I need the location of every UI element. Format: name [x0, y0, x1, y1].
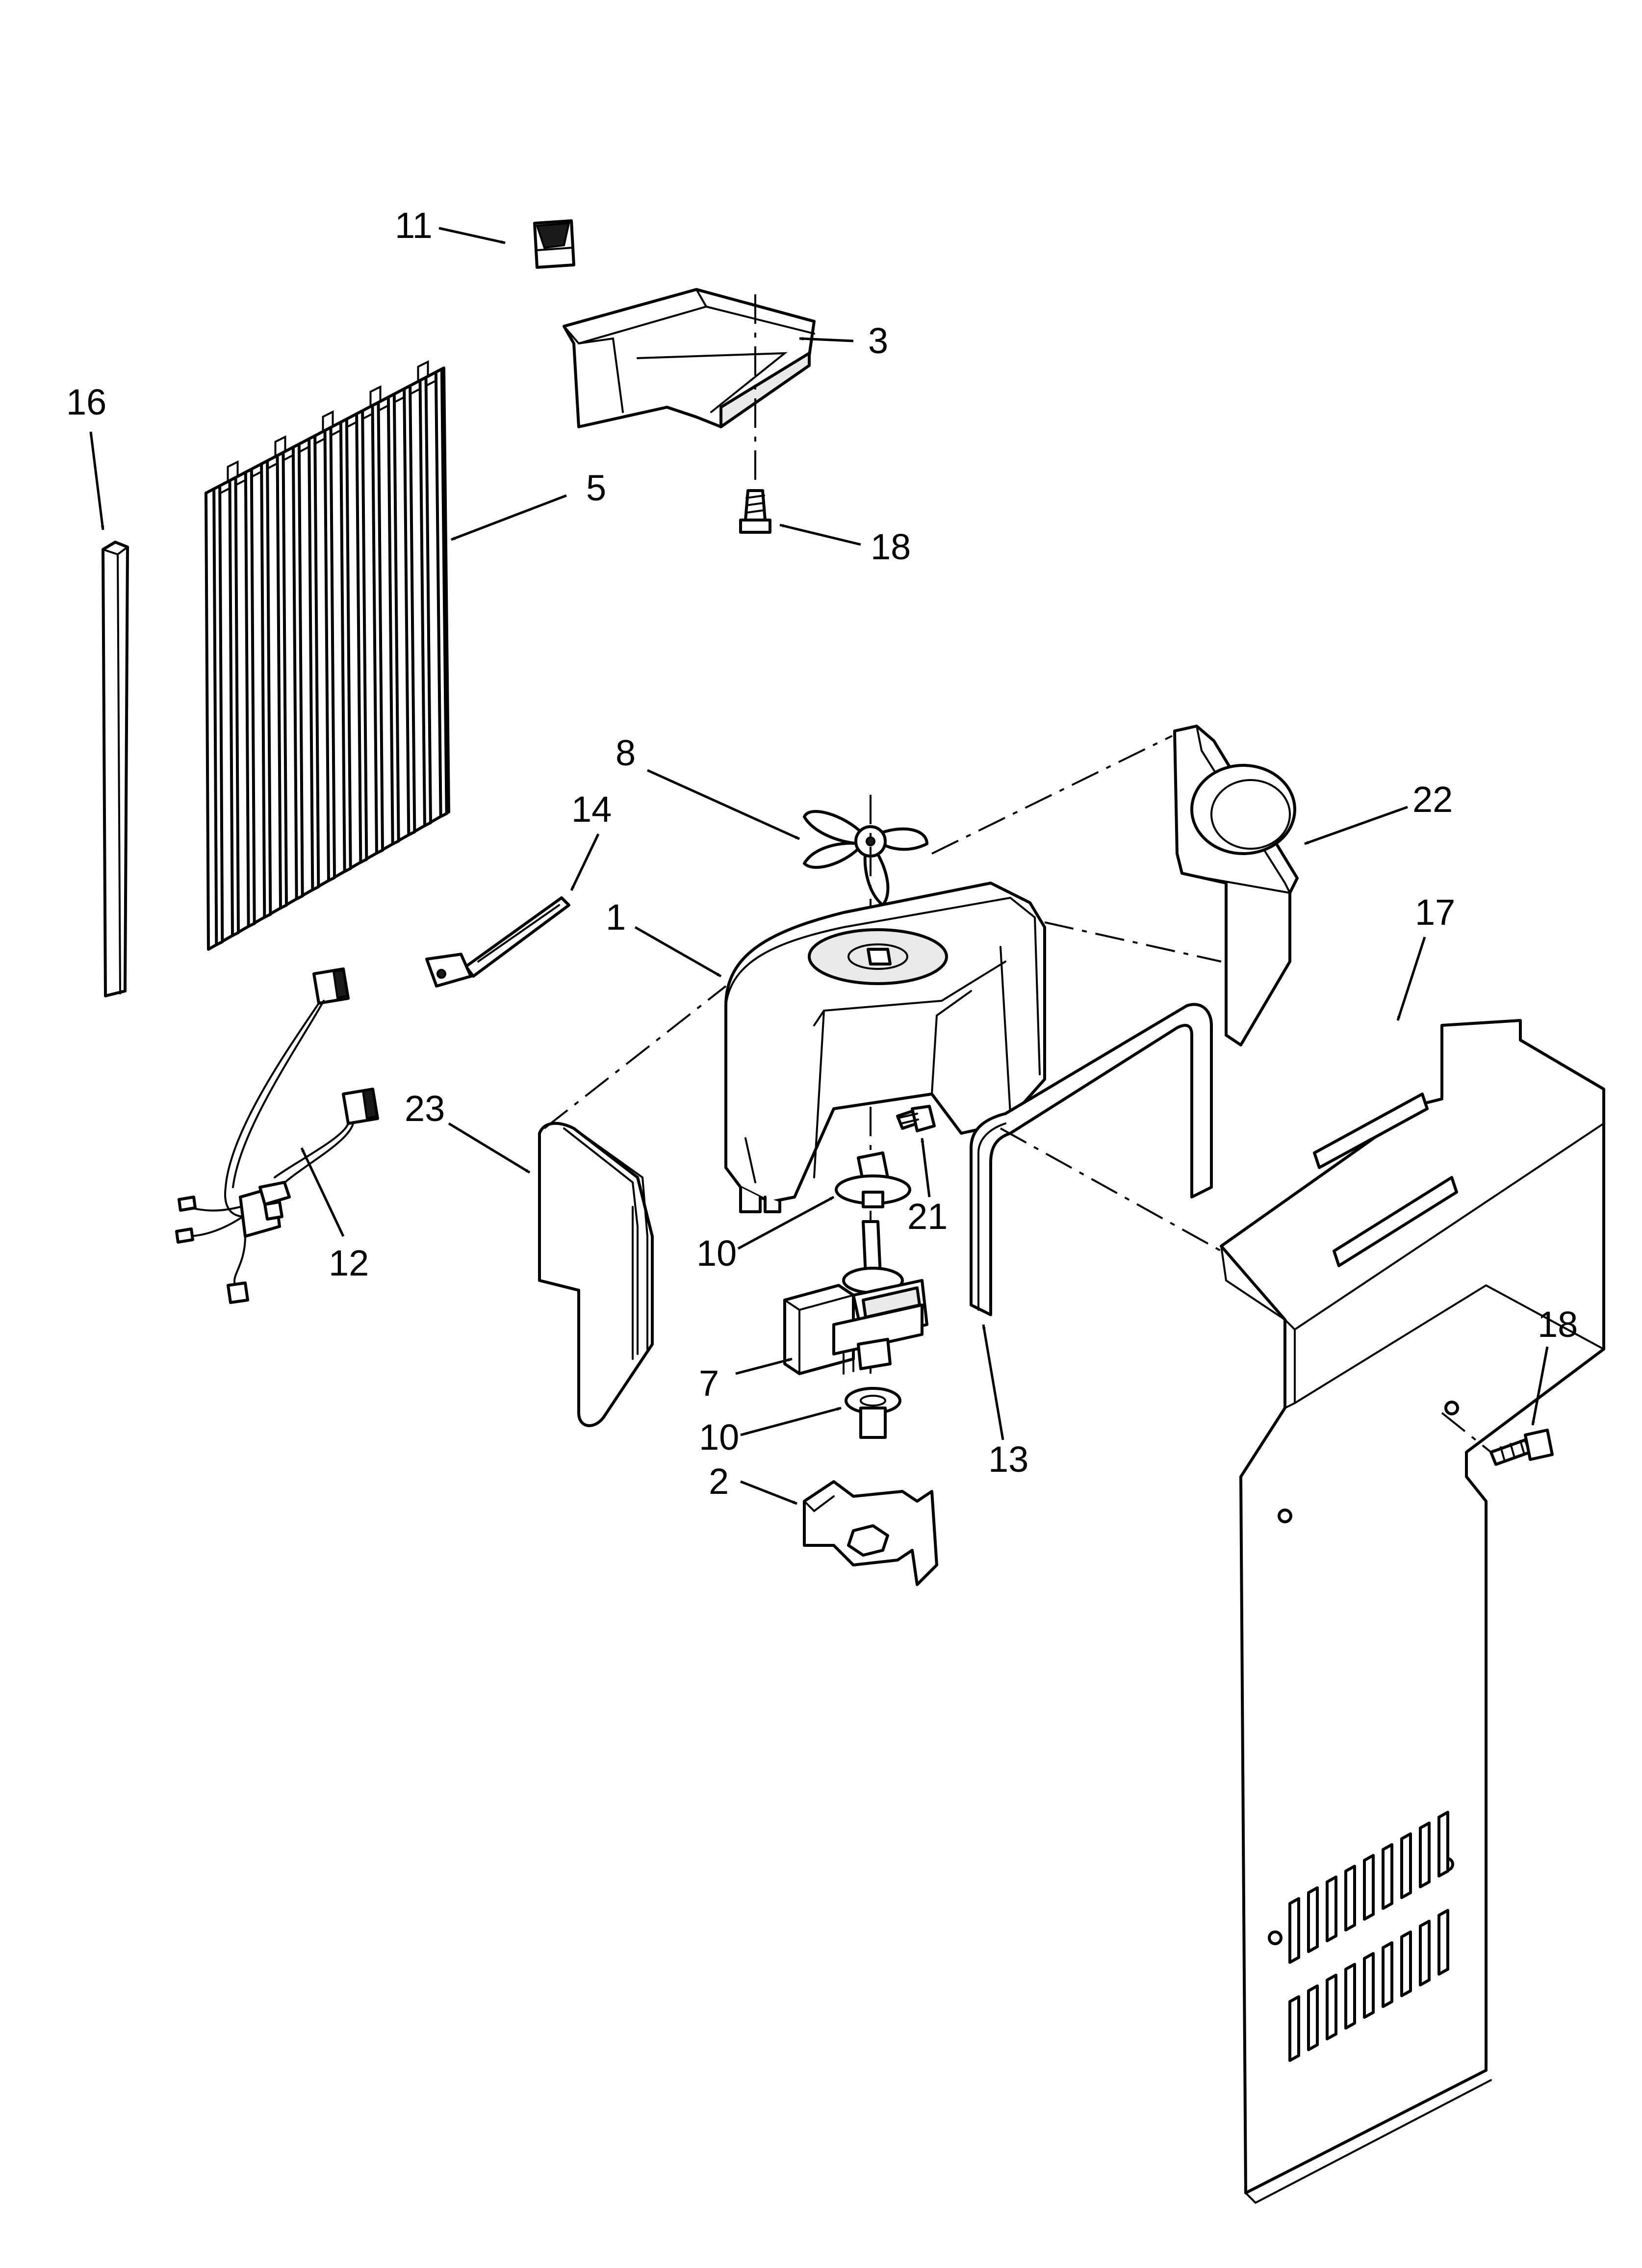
part-10-grommet-lower — [845, 1387, 901, 1439]
callout-5: 5 — [586, 468, 606, 508]
vent-slot — [1344, 1963, 1356, 2030]
vent-slot — [1382, 1843, 1393, 1910]
vent-slot — [1419, 1822, 1431, 1888]
callout-23: 23 — [405, 1088, 445, 1129]
grille-tab — [322, 410, 334, 433]
vent-slot — [1400, 1930, 1412, 1997]
vent-slot — [1363, 1952, 1375, 2019]
grille-slat — [355, 409, 368, 864]
callout-18-right: 18 — [1538, 1304, 1578, 1345]
callout-17: 17 — [1415, 892, 1455, 933]
grille-tab — [274, 435, 286, 458]
part-17-rear-panel — [1220, 1019, 1605, 2204]
part-13-gasket — [970, 1003, 1213, 1316]
callouts: 11 3 16 5 18 8 22 14 1 17 23 21 10 12 18… — [66, 205, 1578, 1505]
vent-slot — [1326, 1974, 1337, 2040]
vent-slot — [1437, 1811, 1449, 1877]
callout-10-lower: 10 — [699, 1417, 739, 1458]
part-10-grommet-upper — [835, 1151, 911, 1208]
grille-tab — [417, 360, 429, 383]
part-21-screw — [896, 1105, 936, 1132]
grille-slat — [308, 434, 320, 891]
callout-8: 8 — [616, 732, 636, 773]
vent-slot — [1419, 1920, 1431, 1986]
part-1-fan-housing — [724, 882, 1046, 1213]
grille-slat — [212, 484, 224, 946]
callout-21: 21 — [907, 1196, 948, 1237]
callout-3: 3 — [868, 320, 888, 361]
grille-slat — [434, 367, 448, 818]
callout-13: 13 — [988, 1439, 1028, 1480]
grille-slat — [418, 376, 432, 827]
grille-slat — [228, 476, 240, 937]
grille-slat — [339, 417, 352, 873]
vent-slot — [1363, 1854, 1375, 1921]
vent-slot — [1326, 1876, 1337, 1942]
vent-slot — [1307, 1984, 1319, 2051]
callout-10-upper: 10 — [696, 1233, 737, 1274]
vent-slot — [1288, 1995, 1300, 2062]
callout-7: 7 — [699, 1363, 719, 1404]
grille-slat — [371, 401, 384, 855]
callout-22: 22 — [1412, 779, 1453, 820]
callout-1: 1 — [606, 897, 626, 938]
part-5-grille — [205, 360, 450, 951]
vent-slot — [1400, 1832, 1412, 1899]
callout-2: 2 — [709, 1461, 729, 1502]
callout-11: 11 — [395, 205, 433, 246]
callout-12: 12 — [329, 1243, 369, 1283]
grille-slat — [291, 443, 304, 901]
callout-18-top: 18 — [871, 526, 911, 567]
part-14-cable-tie — [425, 896, 570, 988]
vent-slot — [1382, 1941, 1393, 2008]
grille-slat — [386, 392, 400, 846]
vent-slot — [1437, 1909, 1449, 1976]
grille-slat — [244, 468, 256, 928]
grille-slat — [276, 451, 288, 910]
grille-slat — [323, 426, 336, 882]
part-22-side-cover — [1173, 725, 1299, 1046]
part-2-motor-bracket — [803, 1480, 938, 1586]
vent-slot — [1344, 1865, 1356, 1931]
part-12-wire-harness — [175, 967, 379, 1304]
grille-slat — [260, 459, 272, 919]
grille-tab — [369, 385, 382, 408]
part-18-screw-right — [1489, 1429, 1554, 1466]
callout-16: 16 — [66, 382, 106, 422]
vent-slot — [1307, 1886, 1319, 1953]
part-16-strip — [102, 541, 129, 997]
assembly-lines — [543, 735, 1492, 1453]
grille-tab — [227, 460, 239, 483]
vent-slot — [1288, 1897, 1300, 1964]
part-3-bracket — [563, 288, 816, 486]
callout-14: 14 — [571, 789, 612, 830]
part-18-screw-top — [739, 489, 771, 534]
grille-slat — [403, 384, 416, 836]
part-7-motor — [783, 1220, 928, 1375]
part-11-clip — [533, 219, 575, 269]
part-23-front-cover — [538, 1121, 654, 1427]
